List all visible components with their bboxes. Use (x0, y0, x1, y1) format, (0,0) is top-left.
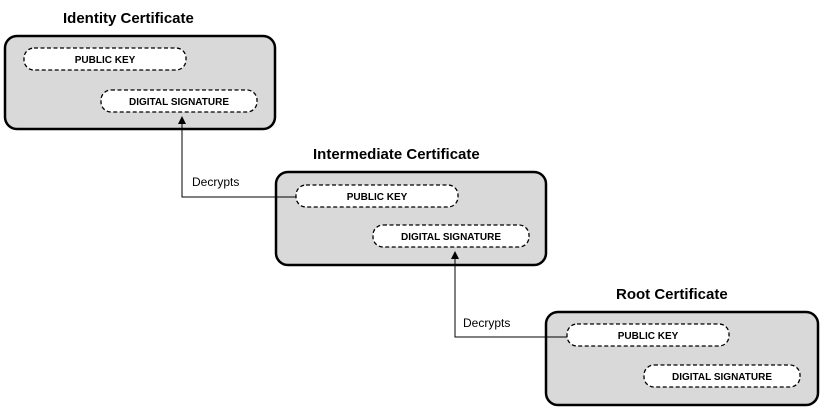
decrypts-arrow-2 (451, 251, 567, 338)
intermediate-public-key-label: PUBLIC KEY (347, 192, 408, 203)
decrypts-arrow-1 (178, 116, 296, 198)
identity-digital-signature-field (100, 89, 258, 113)
identity-public-key-field (23, 47, 187, 71)
intermediate-certificate: PUBLIC KEY DIGITAL SIGNATURE (274, 170, 548, 267)
root-certificate-title: Root Certificate (616, 286, 728, 303)
identity-certificate-title: Identity Certificate (63, 10, 194, 27)
decrypts-edge-2: Decrypts (451, 251, 567, 338)
identity-public-key-label: PUBLIC KEY (75, 55, 136, 66)
decrypts-label-1: Decrypts (192, 175, 239, 189)
intermediate-digital-signature-label: DIGITAL SIGNATURE (401, 232, 501, 243)
decrypts-label-2: Decrypts (463, 316, 510, 330)
intermediate-certificate-title: Intermediate Certificate (313, 146, 480, 163)
root-digital-signature-field (643, 364, 801, 388)
identity-certificate: PUBLIC KEY DIGITAL SIGNATURE (3, 34, 277, 131)
root-certificate: PUBLIC KEY DIGITAL SIGNATURE (544, 310, 820, 407)
intermediate-public-key-field (295, 184, 459, 208)
decrypts-edge-1: Decrypts (178, 116, 296, 198)
root-digital-signature-label: DIGITAL SIGNATURE (672, 372, 772, 383)
identity-digital-signature-label: DIGITAL SIGNATURE (129, 97, 229, 108)
intermediate-digital-signature-field (372, 224, 530, 248)
root-public-key-field (566, 323, 730, 347)
root-public-key-label: PUBLIC KEY (618, 331, 679, 342)
